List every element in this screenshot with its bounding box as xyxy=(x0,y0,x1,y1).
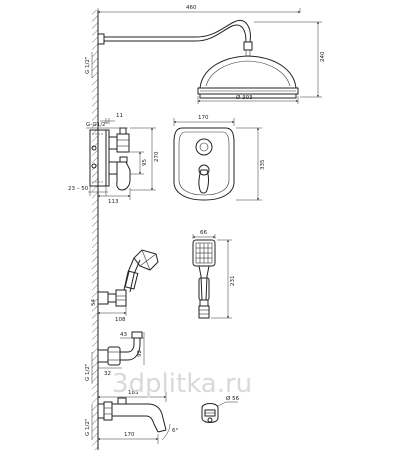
dim-spout-d1: 43 xyxy=(120,332,144,339)
dim-plate-width: 170 xyxy=(173,115,235,126)
dim-holder-thread-label: 54 xyxy=(91,299,97,306)
dim-plate-height: 335 xyxy=(236,127,266,201)
dim-holder-thread: 54 xyxy=(91,292,99,306)
spout-front-view xyxy=(201,403,219,423)
dim-head-diameter: Ø 303 xyxy=(197,94,299,104)
dim-spout-angle: 6° xyxy=(161,423,178,441)
dim-spout-d3-label: 32 xyxy=(104,371,111,377)
dim-hand-width: 66 xyxy=(192,230,216,239)
dim-mixer-projection: 113 xyxy=(97,188,131,205)
dim-arm-length: 460 xyxy=(97,5,301,13)
dim-spout-length: 183 xyxy=(97,390,167,402)
dim-wall-offset-top: G 1/2" xyxy=(85,52,93,78)
dim-mixer-height: 270 xyxy=(130,127,160,191)
dim-spout-angle-label: 6° xyxy=(172,428,178,434)
dim-mixer-height-label: 270 xyxy=(154,151,160,162)
wall xyxy=(92,10,99,450)
mixer-side-view xyxy=(89,127,131,191)
bath-spout xyxy=(97,397,167,433)
dim-mixer-depth-label: 11 xyxy=(116,113,123,119)
mixer-front-view xyxy=(173,127,235,201)
dim-mixer-recess: 23 – 50 xyxy=(68,186,108,196)
dim-holder-projection: 108 xyxy=(97,306,127,323)
dim-spout-length-label: 183 xyxy=(128,390,139,396)
wall-outlet xyxy=(97,331,143,366)
dim-hand-width-label: 66 xyxy=(200,230,207,236)
dim-plate-width-label: 170 xyxy=(198,115,209,121)
dim-shower-height-label: 240 xyxy=(320,51,326,62)
dim-mixer-mid: 95 xyxy=(130,151,148,175)
dim-spout-d2-label: 92 xyxy=(137,350,143,357)
dim-spout-total-label: 170 xyxy=(124,432,135,438)
dim-wall-offset-top-label: G 1/2" xyxy=(85,57,91,74)
dim-hand-height-label: 231 xyxy=(230,276,236,287)
dim-spout-d4: Ø 56 xyxy=(217,395,240,407)
dim-spout-total: 170 xyxy=(97,432,159,444)
dim-mixer-mid-label: 95 xyxy=(142,159,148,166)
dim-mixer-recess-label: 23 – 50 xyxy=(68,186,89,192)
dim-mixer-thread-label: G-G1/2" xyxy=(86,122,108,128)
dim-spout-d4-label: Ø 56 xyxy=(226,395,240,402)
dim-mixer-depth: 11 xyxy=(100,113,123,124)
dim-spout-thread-label: G 1/2" xyxy=(85,364,91,381)
dim-spout-thread-2: G 1/2" xyxy=(85,404,93,440)
watermark: 3dplitka.ru xyxy=(112,369,252,399)
dim-hand-height: 231 xyxy=(211,239,236,319)
dim-plate-height-label: 335 xyxy=(260,159,266,170)
dim-head-diameter-label: Ø 303 xyxy=(236,94,253,101)
dim-mixer-thread: G-G1/2" xyxy=(86,122,128,129)
dim-spout-d3: 32 xyxy=(98,367,122,377)
hand-shower-side xyxy=(97,249,159,307)
dim-spout-d2: 92 xyxy=(137,332,145,365)
dim-holder-projection-label: 108 xyxy=(115,317,126,323)
dim-arm-length-label: 460 xyxy=(186,5,197,11)
dim-mixer-projection-label: 113 xyxy=(108,199,119,205)
dim-spout-thread: G 1/2" xyxy=(85,352,93,384)
dim-spout-d1-label: 43 xyxy=(120,332,127,338)
dim-shower-height: 240 xyxy=(254,21,326,98)
dim-spout-thread-2-label: G 1/2" xyxy=(85,419,91,436)
overhead-shower xyxy=(97,20,299,99)
hand-shower-front xyxy=(192,239,216,319)
